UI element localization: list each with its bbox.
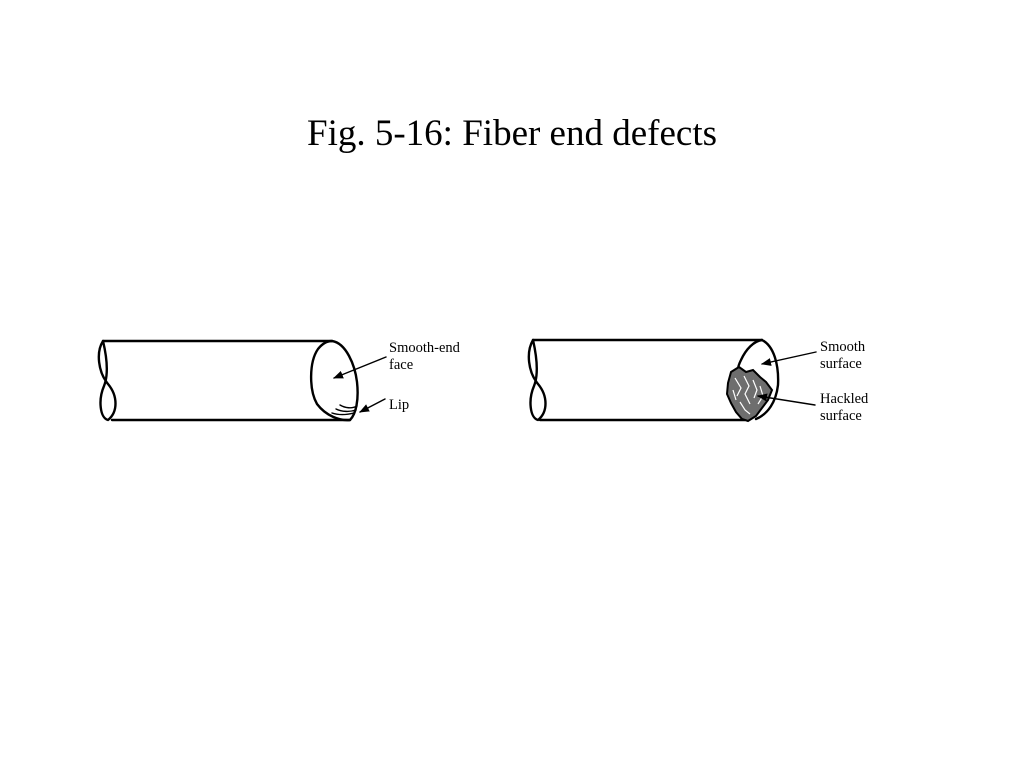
label-smooth-surface-line2: surface — [820, 356, 862, 372]
arrow-hackled-surface — [757, 393, 816, 406]
right-fiber-hackled-region — [725, 365, 774, 423]
left-fiber-lip — [331, 404, 358, 416]
label-smooth-end-face-line1: Smooth-end — [389, 340, 461, 356]
label-lip: Lip — [389, 397, 409, 413]
right-fiber-body — [531, 338, 764, 422]
label-smooth-surface-line1: Smooth — [820, 339, 866, 355]
figure-title: Fig. 5-16: Fiber end defects — [307, 113, 717, 154]
label-hackled-surface-line1: Hackled — [820, 391, 869, 407]
right-fiber-broken-end — [527, 338, 547, 422]
left-fiber — [97, 339, 359, 422]
label-smooth-end-face-line2: face — [389, 357, 413, 373]
arrow-smooth-end-face — [333, 356, 387, 379]
arrow-smooth-surface — [761, 351, 817, 366]
arrow-lip — [359, 398, 386, 413]
left-fiber-body — [101, 339, 352, 422]
left-fiber-broken-end — [97, 339, 117, 422]
right-fiber — [527, 338, 780, 423]
label-hackled-surface-line2: surface — [820, 408, 862, 424]
left-fiber-smooth-end-face — [309, 339, 359, 422]
